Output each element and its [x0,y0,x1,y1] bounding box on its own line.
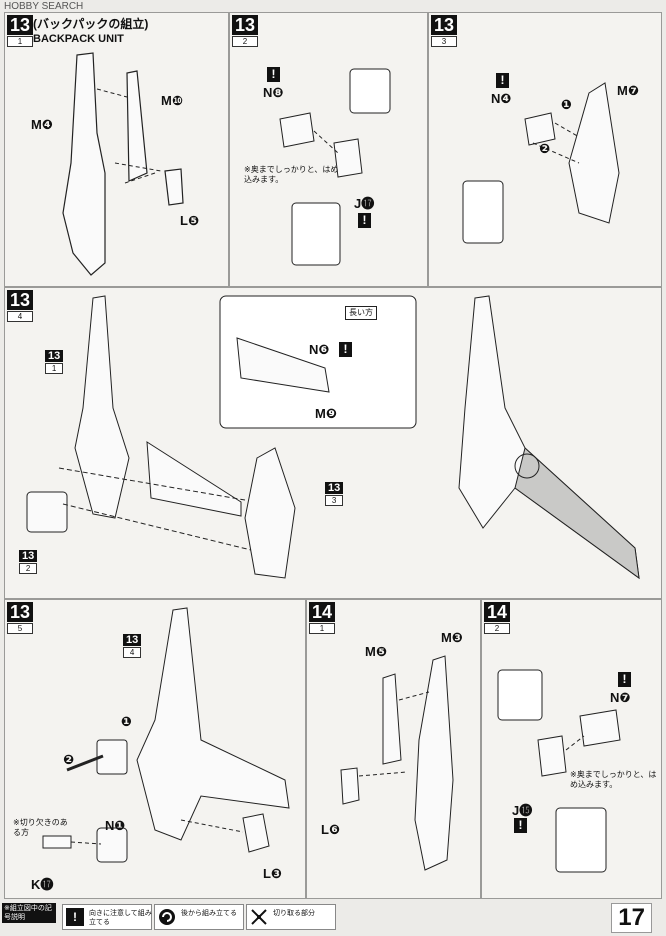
backpack-assembly-drawing [42,607,290,863]
ref-sub: 4 [123,647,142,658]
exclamation-icon: ! [496,73,509,88]
nipper-icon [250,908,268,926]
step-marker: ❷ [539,141,551,156]
exclamation-icon: ! [66,908,84,926]
part-label: N❶ [105,818,126,833]
panel-13-4: 13 4 N❻ ! M❾ 長い方 13 1 13 3 13 2 [4,287,662,599]
part-label: M❿ [161,93,183,108]
step-badge: 13 4 [7,290,34,322]
reference-badge: 13 3 [325,482,344,506]
backpack-wing-drawing [26,295,640,580]
page-number: 17 [611,903,652,933]
connector-parts-drawing [279,68,391,266]
part-label: N❼ [610,690,631,705]
legend-text: 後から組み立てる [181,910,237,917]
panel-title: (バックパックの組立) [33,17,149,31]
step-badge: 13 1 [7,15,34,47]
part-label: N❽ [263,85,284,100]
legend-item-later: 後から組み立てる [154,904,244,930]
step-sub: 2 [484,623,511,634]
reference-badge: 13 2 [19,550,38,574]
step-number: 13 [232,15,259,35]
part-label: N❹ [491,91,512,106]
assembly-note: ※奥までしっかりと、はめ込みます。 [570,770,657,789]
step-sub: 5 [7,623,34,634]
ref-number: 13 [123,634,142,646]
step-marker: ❶ [121,714,133,729]
legend-text: 切り取る部分 [273,910,315,917]
step-badge: 13 5 [7,602,34,634]
part-label: J⓯ [512,803,533,818]
legend-item-cut: 切り取る部分 [246,904,336,930]
part-label: M❹ [31,117,53,132]
symbol-legend: ※組立図中の記号説明 ! 向きに注意して組み立てる 後から組み立てる 切り取る部… [0,901,590,936]
step-number: 14 [484,602,511,622]
step-number: 13 [431,15,458,35]
step-badge: 14 1 [309,602,336,634]
step-sub: 1 [309,623,336,634]
step-number: 13 [7,15,34,35]
step-sub: 4 [7,311,34,322]
step-sub: 2 [232,36,259,47]
backpack-parts-drawing [62,52,184,276]
step-number: 13 [7,290,34,310]
ref-number: 13 [45,350,64,362]
step-sub: 3 [431,36,458,47]
part-label: J⓱ [354,196,375,211]
legend-text: 向きに注意して組み立てる [89,910,152,926]
ref-number: 13 [325,482,344,494]
step-marker: ❶ [561,97,573,112]
watermark: HOBBY SEARCH [4,1,84,12]
step-number: 14 [309,602,336,622]
step-sub: 1 [7,36,34,47]
part-label: L❸ [263,866,282,881]
panel-14-1: 14 1 M❺ M❸ L❻ [306,599,481,899]
part-label: L❻ [321,822,340,837]
exclamation-icon: ! [358,213,371,228]
panel-13-1: 13 1 (バックパックの組立) BACKPACK UNIT M❹ M❿ L❺ [4,12,229,287]
panel-14-2: 14 2 ! N❼ ※奥までしっかりと、はめ込みます。 J⓯ ! [481,599,662,899]
part-label: M❾ [315,406,337,421]
ref-number: 13 [19,550,38,562]
part-label: M❸ [441,630,463,645]
rotate-icon [158,908,176,926]
step-marker: ❷ [63,752,75,767]
reference-badge: 13 1 [45,350,64,374]
part-label: M❺ [365,644,387,659]
part-label: K⓱ [31,877,54,892]
step-badge: 13 3 [431,15,458,47]
step-number: 13 [7,602,34,622]
exclamation-icon: ! [267,67,280,82]
assembly-note: ※切り欠きのある方 [13,818,68,837]
opposite-backpack-drawing [340,655,454,871]
legend-title: ※組立図中の記号説明 [2,903,56,923]
connector-parts-drawing [497,669,621,873]
assembly-note: ※奥までしっかりと、はめ込みます。 [244,165,339,184]
step-badge: 13 2 [232,15,259,47]
exclamation-icon: ! [339,342,352,357]
shoulder-parts-drawing [462,82,620,244]
part-label: L❺ [180,213,199,228]
exclamation-icon: ! [514,818,527,833]
reference-badge: 13 4 [123,634,142,658]
exclamation-icon: ! [618,672,631,687]
legend-item-orientation: ! 向きに注意して組み立てる [62,904,152,930]
panel-13-3: 13 3 ! N❹ M❼ ❶ ❷ [428,12,662,287]
part-label: N❻ [309,342,330,357]
panel-13-5: 13 5 13 4 ❶ ❷ ※切り欠きのある方 N❶ K⓱ L❸ [4,599,306,899]
callout-long-side: 長い方 [345,306,377,320]
ref-sub: 1 [45,363,64,374]
panel-subtitle: BACKPACK UNIT [33,33,124,45]
ref-sub: 3 [325,495,344,506]
step-badge: 14 2 [484,602,511,634]
ref-sub: 2 [19,563,38,574]
part-label: M❼ [617,83,639,98]
panel-13-2: 13 2 ! N❽ ※奥までしっかりと、はめ込みます。 J⓱ ! [229,12,428,287]
